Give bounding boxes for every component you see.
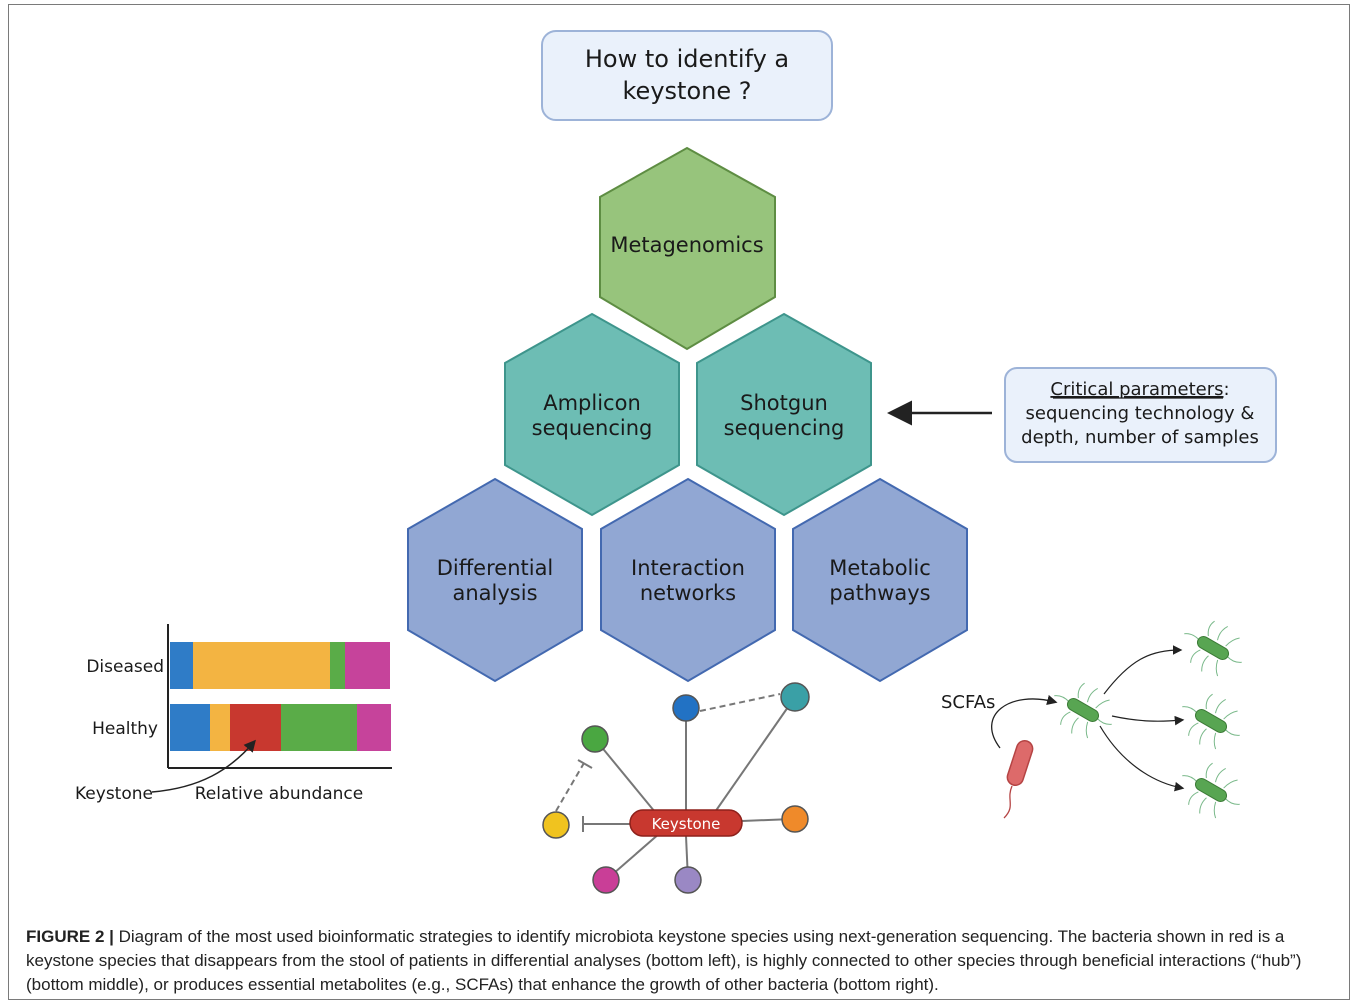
keystone-pointer-arrow [151,739,256,793]
growth-arrow-bottom [1099,725,1185,792]
node-teal [780,682,810,712]
figure-label: FIGURE 2 | [26,927,114,946]
node-purple [674,866,702,894]
hexagon-differential: Differential analysis [407,477,583,683]
figure-caption: FIGURE 2 | Diagram of the most used bioi… [26,925,1336,997]
interaction-network: Keystone [542,682,810,894]
bar-healthy-keystone-red [230,704,281,751]
green-bacterium-bottom-icon [1182,762,1240,819]
bar-diseased-green [330,642,345,689]
hexagon-shotgun-label-1: Shotgun [740,391,828,415]
title-line-2: keystone ? [623,77,752,105]
row-label-healthy: Healthy [92,719,158,739]
abundance-chart: Diseased Healthy Relative abundance Keys… [75,624,392,804]
edge-green [594,738,656,813]
metabolite-illustration: SCFAs [941,620,1242,819]
hexagon-differential-label-1: Differential [437,556,554,580]
critical-line-2: sequencing technology & [1026,403,1255,424]
bar-diseased-magenta [345,642,390,689]
green-bacterium-center-icon [1054,682,1112,739]
keystone-node [629,809,743,837]
bar-healthy [170,704,391,751]
title-box: How to identify a keystone ? [541,30,833,121]
growth-arrow-top [1103,645,1183,695]
bar-healthy-green [281,704,357,751]
diagram-canvas: How to identify a keystone ? Metagenomic… [75,30,1277,894]
hexagon-interaction-label-2: networks [640,581,736,605]
edge-blue-teal-dashed [699,693,781,712]
hexagon-shotgun-label-2: sequencing [724,416,845,440]
edge-yellow-green-dashed [555,762,585,812]
bar-diseased-blue [170,642,193,689]
growth-arrow-middle [1111,715,1185,726]
edge-yellow-green-inhibit-bar [577,759,593,769]
green-bacterium-middle-icon [1182,693,1240,750]
node-orange [781,805,809,833]
keystone-pointer-label: Keystone [75,784,153,804]
critical-parameters-box: Critical parameters: sequencing technolo… [1004,367,1277,463]
hexagon-metabolic: Metabolic pathways [792,477,968,683]
title-line-1: How to identify a [585,45,789,73]
bar-healthy-magenta [357,704,391,751]
hexagon-interaction: Interaction networks [600,477,776,683]
critical-heading-text: Critical parameters [1050,379,1223,400]
bar-healthy-blue [170,704,210,751]
bar-diseased-orange [193,642,330,689]
figure-caption-text: Diagram of the most used bioinformatic s… [26,927,1302,994]
hexagon-interaction-label-1: Interaction [631,556,745,580]
scfas-label: SCFAs [941,692,995,713]
hexagon-metabolic-label-2: pathways [829,581,930,605]
hexagon-metagenomics: Metagenomics [599,146,776,351]
edge-teal [714,696,796,813]
hexagon-amplicon: Amplicon sequencing [504,312,680,517]
hexagon-metabolic-label-1: Metabolic [829,556,931,580]
hexagon-shotgun: Shotgun sequencing [696,312,872,517]
node-green [581,725,609,753]
bar-healthy-orange [210,704,230,751]
hexagon-amplicon-label-1: Amplicon [543,391,641,415]
node-yellow [542,811,570,839]
abundance-xlabel: Relative abundance [195,784,364,804]
green-bacterium-top-icon [1184,620,1242,677]
keystone-bacterium-icon [1003,739,1034,819]
node-magenta [592,866,620,894]
hexagon-metagenomics-label: Metagenomics [610,233,763,257]
node-blue [672,694,700,722]
critical-heading-colon: : [1224,379,1230,400]
keystone-node-label: Keystone [652,815,721,833]
hexagon-differential-label-2: analysis [452,581,537,605]
hexagon-amplicon-label-2: sequencing [532,416,653,440]
critical-heading: Critical parameters: [1050,379,1229,400]
bar-diseased [170,642,390,689]
row-label-diseased: Diseased [86,657,164,677]
scfas-arrow [991,694,1058,749]
critical-line-3: depth, number of samples [1021,427,1259,448]
